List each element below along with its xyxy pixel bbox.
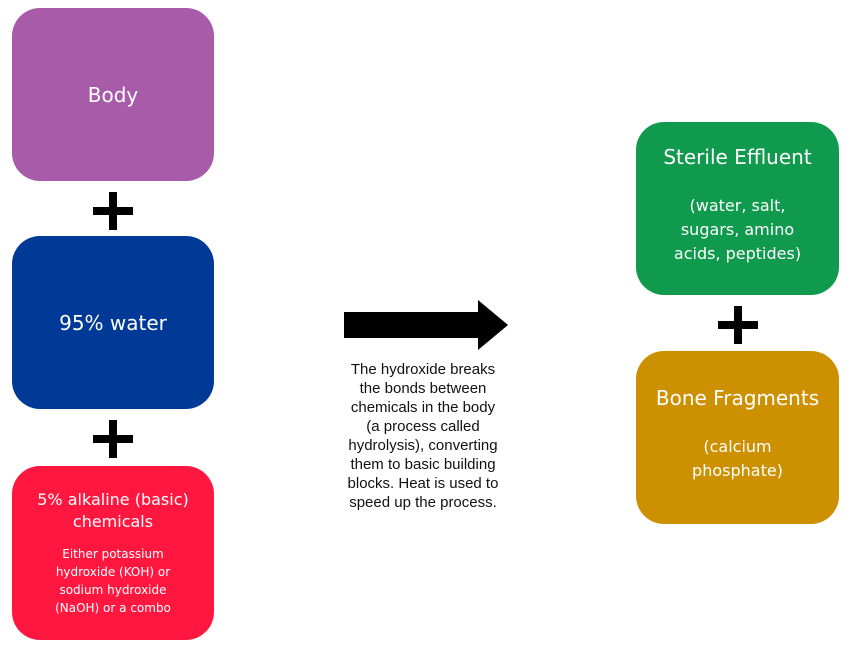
process-description: The hydroxide breaks the bonds between c…: [318, 360, 528, 512]
description-line: speed up the process.: [349, 494, 497, 511]
description-line: them to basic building: [350, 456, 496, 473]
description-line: the bonds between: [359, 380, 487, 397]
water-box: 95% water: [12, 236, 214, 409]
body-box: Body: [12, 8, 214, 181]
body-label: Body: [87, 82, 139, 107]
alkaline-subtitle: Either potassium hydroxide (KOH) or sodi…: [55, 545, 171, 617]
bone-fragments-subtitle: (calcium phosphate): [692, 435, 783, 483]
alkaline-title-line: chemicals: [72, 512, 154, 531]
sterile-effluent-subtitle: (water, salt, sugars, amino acids, pepti…: [674, 194, 801, 266]
effluent-sub-line: acids, peptides): [673, 244, 802, 263]
bone-sub-line: (calcium: [703, 437, 772, 456]
plus-icon: [93, 420, 133, 458]
description-line: hydrolysis), converting: [348, 437, 498, 454]
bone-sub-line: phosphate): [692, 461, 783, 480]
alkaline-box: 5% alkaline (basic) chemicals Either pot…: [12, 466, 214, 640]
alkaline-title: 5% alkaline (basic) chemicals: [37, 489, 189, 533]
alkaline-sub-line: (NaOH) or a combo: [55, 601, 171, 615]
plus-icon: [718, 306, 758, 344]
sterile-effluent-title: Sterile Effluent: [663, 145, 812, 169]
alkaline-sub-line: Either potassium: [62, 547, 164, 561]
sterile-effluent-box: Sterile Effluent (water, salt, sugars, a…: [636, 122, 839, 295]
description-line: chemicals in the body: [350, 399, 496, 416]
effluent-sub-line: sugars, amino: [680, 220, 795, 239]
alkaline-title-line: 5% alkaline (basic): [37, 490, 189, 509]
alkaline-sub-line: hydroxide (KOH) or: [55, 565, 171, 579]
right-arrow-icon: [344, 300, 508, 350]
effluent-sub-line: (water, salt,: [689, 196, 786, 215]
plus-icon: [93, 192, 133, 230]
description-line: The hydroxide breaks: [350, 361, 496, 378]
bone-fragments-box: Bone Fragments (calcium phosphate): [636, 351, 839, 524]
water-label: 95% water: [59, 310, 167, 335]
bone-fragments-title: Bone Fragments: [655, 386, 820, 410]
alkaline-sub-line: sodium hydroxide: [59, 583, 167, 597]
description-line: blocks. Heat is used to: [347, 475, 499, 492]
description-line: (a process called: [366, 418, 480, 435]
